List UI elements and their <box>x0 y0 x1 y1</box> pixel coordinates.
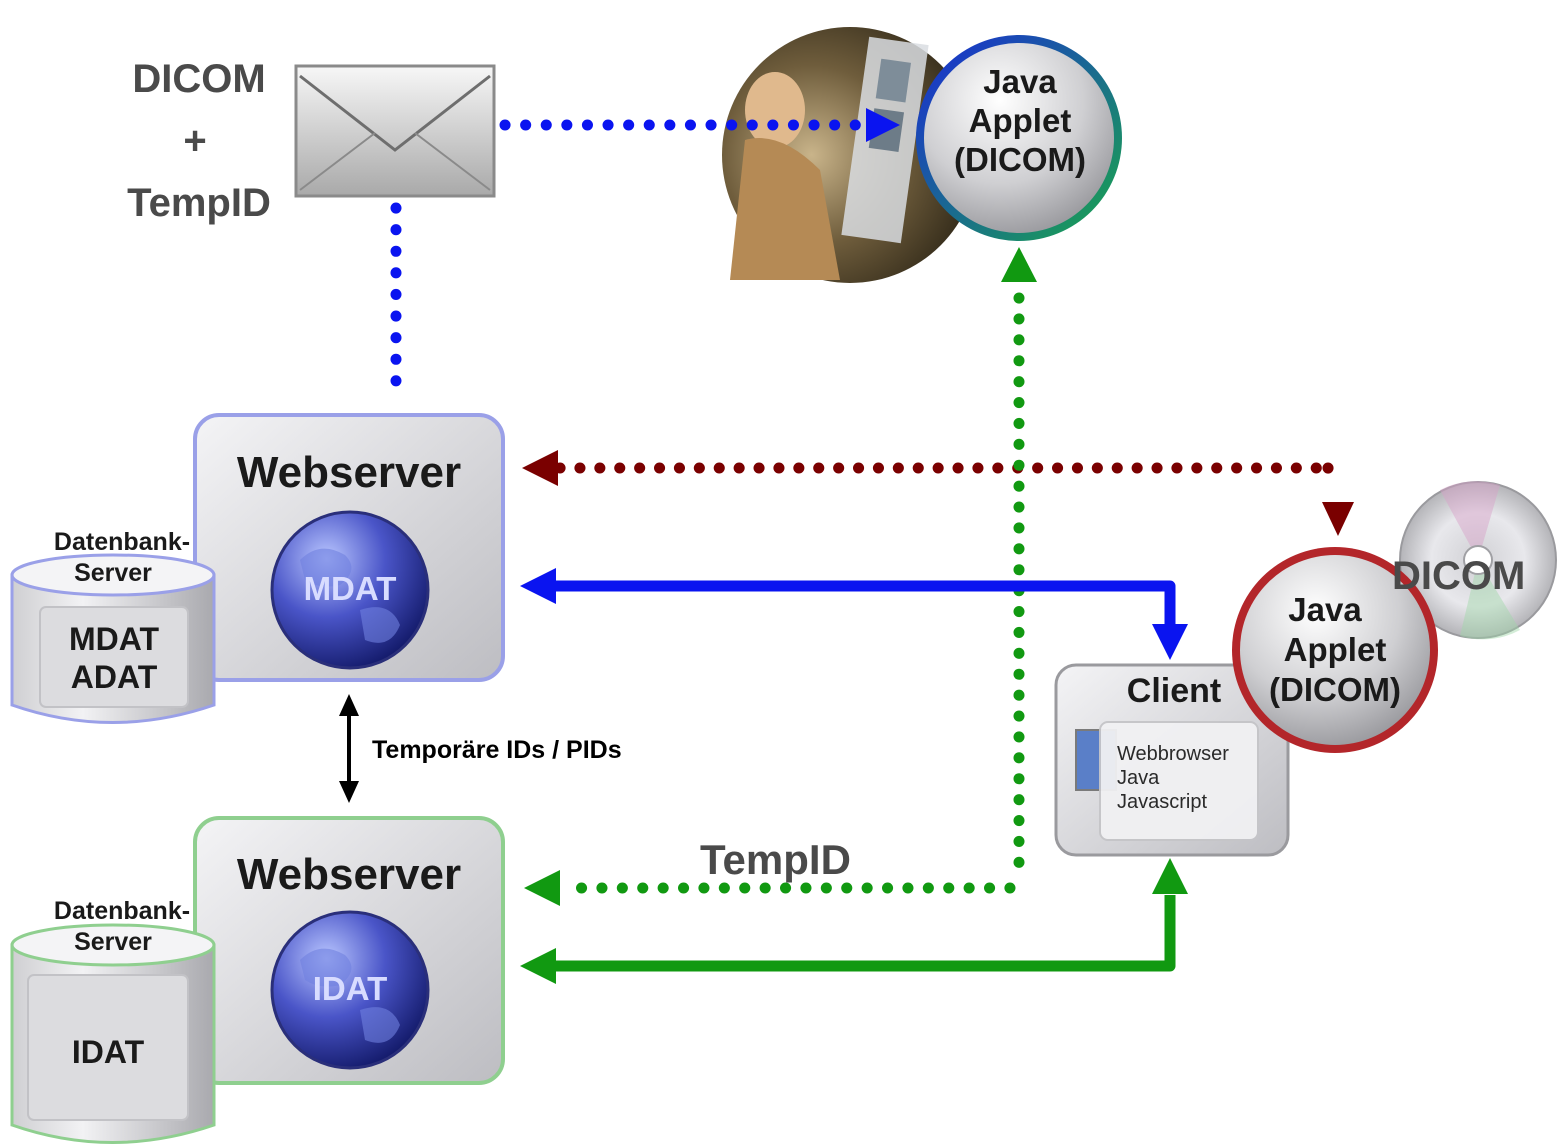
cd-label: DICOM <box>1392 554 1526 598</box>
connector-mail-to-applet <box>499 108 900 142</box>
mail-label-line2: + <box>183 119 207 163</box>
connector-mdat-to-client <box>520 568 1188 660</box>
db-idat-caption-line1: Datenbank- <box>53 897 191 925</box>
client-box <box>1054 663 1290 857</box>
connector-webserver-to-client-applet <box>522 450 1354 536</box>
db-mdat-content-line2: ADAT <box>70 659 158 695</box>
client-title: Client <box>1126 672 1222 710</box>
cd-disc-icon <box>1399 481 1557 640</box>
applet-client-label: Java Applet (DICOM) <box>1245 590 1425 710</box>
db-idat-caption-line2: Server <box>74 928 152 956</box>
mail-label: DICOM + TempID <box>92 48 306 234</box>
db-mdat-caption-line2: Server <box>74 559 152 587</box>
link-between-servers-label: Temporäre IDs / PIDs <box>372 736 622 764</box>
globe-idat-label: IDAT <box>312 970 388 1007</box>
tempid-flow-label: TempID <box>700 836 851 883</box>
db-server-mdat <box>10 553 216 724</box>
client-item-webbrowser: Webbrowser <box>1117 743 1229 765</box>
applet-client-line2: Applet <box>1283 631 1387 668</box>
applet-top-circle <box>916 35 1122 241</box>
applet-top-label: Java Applet (DICOM) <box>930 62 1110 179</box>
client-item-java: Java <box>1117 767 1160 789</box>
db-mdat-caption: Datenbank- Server <box>12 527 214 589</box>
mail-label-line1: DICOM <box>132 57 266 101</box>
applet-client-line3: (DICOM) <box>1269 671 1401 708</box>
mail-label-line3: TempID <box>127 181 271 225</box>
envelope-icon <box>294 64 496 198</box>
connector-idat-to-client <box>520 858 1188 984</box>
db-mdat-content: MDAT ADAT <box>40 620 188 696</box>
client-item-javascript: Javascript <box>1117 791 1208 813</box>
db-server-idat <box>10 923 216 1144</box>
globe-idat-icon <box>270 910 430 1070</box>
globe-mdat-icon <box>270 510 430 670</box>
applet-client-line1: Java <box>1288 591 1362 628</box>
db-mdat-content-line1: MDAT <box>68 621 160 657</box>
applet-client-circle <box>1232 547 1438 753</box>
applet-top-line1: Java <box>983 63 1057 100</box>
applet-top-line3: (DICOM) <box>954 141 1086 178</box>
webserver-mdat-title: Webserver <box>236 448 462 497</box>
db-idat-caption: Datenbank- Server <box>12 896 214 958</box>
db-mdat-caption-line1: Datenbank- <box>53 528 191 556</box>
applet-top-line2: Applet <box>968 102 1072 139</box>
connector-between-servers <box>339 694 359 803</box>
globe-mdat-label: MDAT <box>303 570 397 607</box>
webserver-idat-title: Webserver <box>236 850 462 899</box>
connector-tempid-green <box>524 247 1037 906</box>
client-items: Webbrowser Java Javascript <box>1117 742 1229 814</box>
db-idat-content: IDAT <box>71 1034 145 1070</box>
